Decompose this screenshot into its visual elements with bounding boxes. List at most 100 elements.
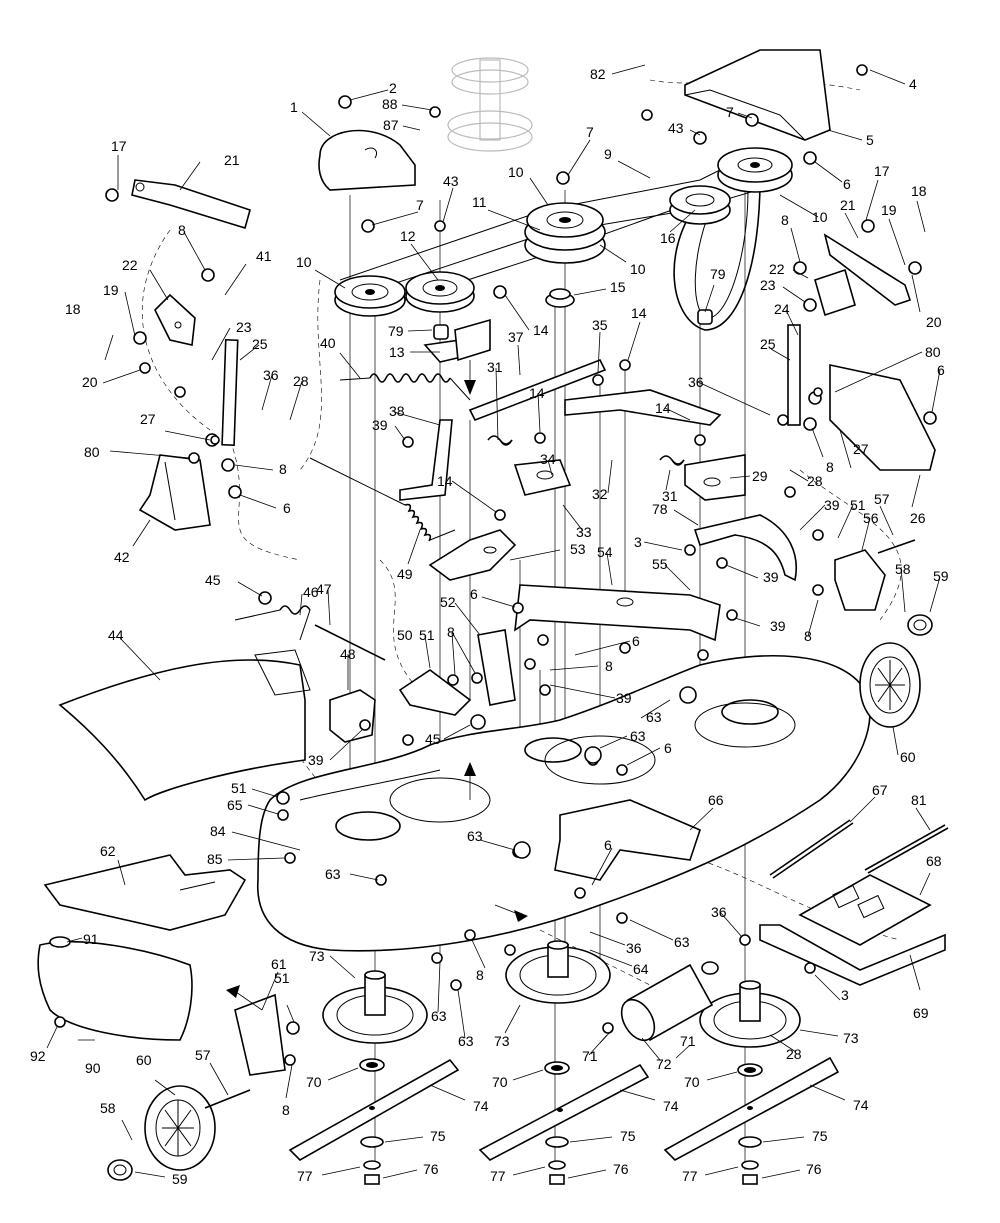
callout-14: 14 [631,305,647,321]
callout-3: 3 [841,987,849,1003]
bracket-56 [834,549,886,611]
callout-6: 6 [604,837,612,853]
callout-78: 78 [652,501,668,517]
callout-51: 51 [231,780,247,796]
callout-76: 76 [423,1161,439,1177]
plate-35 [564,389,722,426]
callout-43: 43 [668,120,684,136]
washer-58-59 [107,614,933,1181]
callout-77: 77 [682,1168,698,1184]
callout-63: 63 [467,828,483,844]
bracket-52 [477,629,516,706]
callout-6: 6 [937,362,945,378]
callout-48: 48 [340,646,356,662]
callout-71: 71 [680,1033,696,1049]
callout-23: 23 [236,319,252,335]
callout-57: 57 [195,1047,211,1063]
callout-14: 14 [437,473,453,489]
bracket-26 [829,364,936,471]
callout-52: 52 [440,594,456,610]
bar-25-left [221,338,239,447]
spring-46 [234,605,311,641]
blade-74-center [478,1063,650,1161]
callout-39: 39 [308,752,324,768]
arm-21-left [131,179,251,230]
callout-65: 65 [227,797,243,813]
callout-8: 8 [605,658,613,674]
pulley-idler-10-left [334,275,406,317]
guide-trails [141,79,902,1001]
callout-17: 17 [111,138,127,154]
bracket-68 [798,874,932,946]
callout-67: 67 [872,782,888,798]
callout-36: 36 [263,367,279,383]
callout-27: 27 [140,411,156,427]
callout-58: 58 [895,561,911,577]
callout-59: 59 [933,568,949,584]
rod-38 [399,419,453,501]
pulley-12 [405,271,475,313]
bracket-14-plate [454,318,491,362]
callout-45: 45 [425,731,441,747]
bar-25-right [787,324,801,426]
callout-80: 80 [84,444,100,460]
bracket-29 [684,454,746,501]
blade-74-left [288,1058,460,1161]
callout-75: 75 [430,1128,446,1144]
bracket-22-right [814,268,856,317]
callout-6: 6 [470,586,478,602]
rod-37 [468,358,607,422]
callout-63: 63 [458,1033,474,1049]
callout-38: 38 [389,403,405,419]
axle-57-right [877,539,916,554]
callout-53: 53 [570,541,586,557]
callout-33: 33 [576,524,592,540]
callout-28: 28 [786,1046,802,1062]
callout-24: 24 [774,301,790,317]
callout-28: 28 [293,373,309,389]
callout-22: 22 [122,257,138,273]
callout-73: 73 [494,1033,510,1049]
callout-74: 74 [853,1097,869,1113]
callout-59: 59 [172,1171,188,1187]
pulley-idler-16 [669,185,731,225]
spring-40 [339,373,471,401]
wheel-60-left [144,1085,216,1171]
callout-3: 3 [634,534,642,550]
callout-50: 50 [397,627,413,643]
callout-54: 54 [597,544,613,560]
callout-72: 72 [656,1056,672,1072]
callout-10: 10 [630,261,646,277]
pulley-shield [318,129,416,191]
arm-21-right [823,233,912,306]
callout-16: 16 [660,230,676,246]
plate-54 [514,584,721,642]
callout-8: 8 [279,461,287,477]
plate-33-53 [428,529,517,581]
roller-72 [620,961,719,1042]
callout-18: 18 [911,183,927,199]
callout-76: 76 [806,1161,822,1177]
callout-labels: 1 2 88 87 82 4 5 7 43 7 9 6 17 21 10 10 … [30,66,949,1187]
callout-8: 8 [781,212,789,228]
pulley-idler-10-right [717,147,793,193]
callout-80: 80 [925,344,941,360]
callout-7: 7 [726,104,734,120]
callout-73: 73 [309,948,325,964]
callout-14: 14 [655,400,671,416]
bracket-61 [234,993,286,1076]
callout-84: 84 [210,823,226,839]
shield-78 [693,514,797,582]
callout-66: 66 [708,792,724,808]
callout-20: 20 [82,374,98,390]
callout-39: 39 [824,497,840,513]
callout-31: 31 [487,359,503,375]
callout-12: 12 [400,228,416,244]
nut-76-set [363,1160,759,1185]
callout-91: 91 [83,931,99,947]
callout-6: 6 [632,633,640,649]
callout-79: 79 [388,323,404,339]
callout-6: 6 [283,500,291,516]
callout-23: 23 [760,277,776,293]
